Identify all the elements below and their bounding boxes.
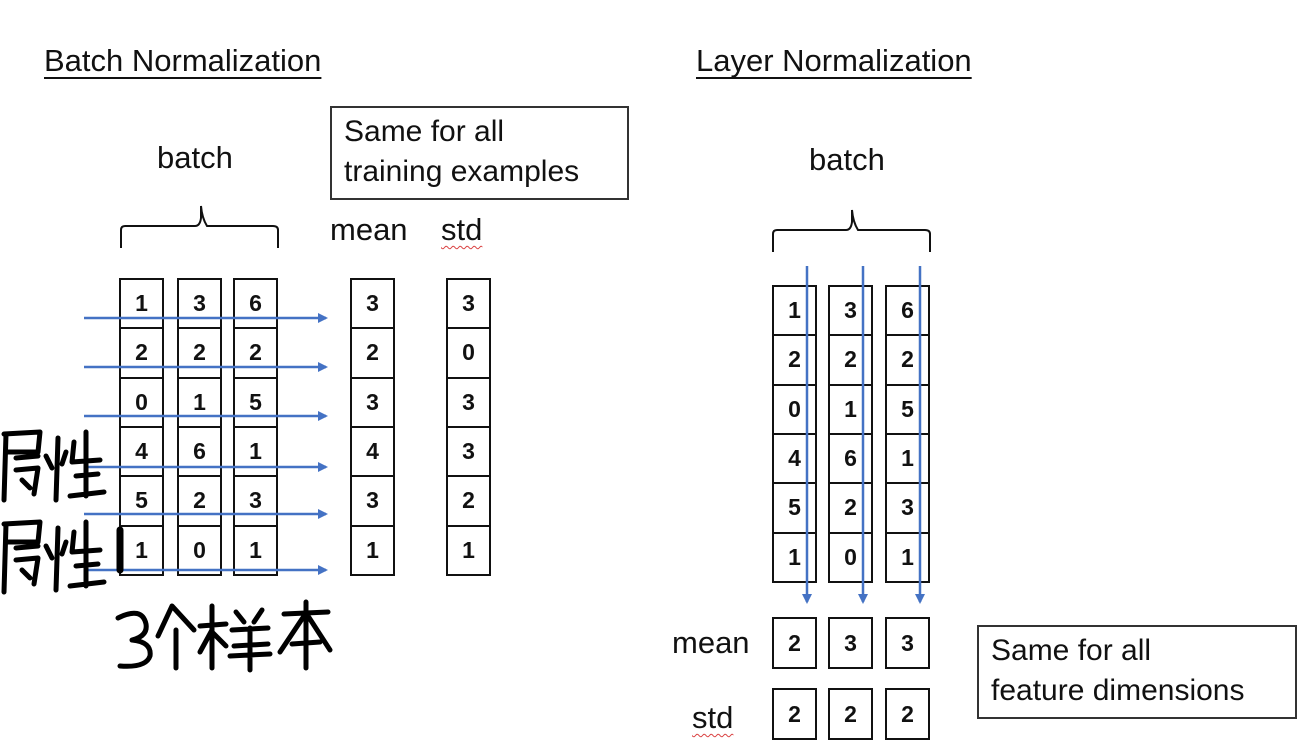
batch-norm-title: Batch Normalization <box>44 43 322 78</box>
value-cell: 5 <box>121 477 162 527</box>
value-cell: 5 <box>887 386 928 435</box>
value-cell: 6 <box>887 287 928 337</box>
value-cell: 2 <box>887 336 928 386</box>
value-cell: 2 <box>830 336 871 386</box>
value-cell: 1 <box>121 280 162 330</box>
std-cell: 2 <box>448 477 489 527</box>
value-cell: 3 <box>887 484 928 534</box>
value-cell: 3 <box>830 287 871 337</box>
value-cell: 2 <box>830 484 871 534</box>
left-sample-column-3: 6 2 5 1 3 1 <box>233 278 278 576</box>
value-cell: 5 <box>774 484 815 534</box>
value-cell: 0 <box>121 379 162 428</box>
right-std-label: std <box>692 700 734 735</box>
right-mean-cell-1: 2 <box>772 617 817 669</box>
value-cell: 1 <box>887 435 928 485</box>
left-mean-column: 3 2 3 4 3 1 <box>350 278 395 576</box>
value-cell: 1 <box>830 386 871 435</box>
value-cell: 3 <box>179 280 220 330</box>
value-cell: 3 <box>235 477 276 527</box>
right-sample-column-1: 1 2 0 4 5 1 <box>772 285 817 583</box>
value-cell: 1 <box>249 536 262 563</box>
right-std-cell-3: 2 <box>885 688 930 740</box>
right-mean-cell-3: 3 <box>885 617 930 669</box>
value-cell: 6 <box>830 435 871 485</box>
left-std-label: std <box>441 212 483 247</box>
mean-cell: 1 <box>366 536 379 563</box>
left-sample-column-1: 1 2 0 4 5 1 <box>119 278 164 576</box>
right-std-cell-1: 2 <box>772 688 817 740</box>
left-batch-label: batch <box>157 140 233 175</box>
value-cell: 0 <box>844 543 857 570</box>
value-cell: 6 <box>235 280 276 330</box>
left-mean-label: mean <box>330 212 408 247</box>
value-cell: 4 <box>121 428 162 478</box>
std-cell: 3 <box>448 379 489 428</box>
value-cell: 2 <box>235 329 276 379</box>
std-cell: 1 <box>462 536 475 563</box>
mean-cell: 3 <box>352 477 393 527</box>
value-cell: 1 <box>179 379 220 428</box>
value-cell: 0 <box>774 386 815 435</box>
handwritten-annotation-1 <box>1 429 107 503</box>
mean-cell: 4 <box>352 428 393 478</box>
value-cell: 5 <box>235 379 276 428</box>
value-cell: 2 <box>179 477 220 527</box>
right-std-cell-2: 2 <box>828 688 873 740</box>
value-cell: 1 <box>135 536 148 563</box>
left-note-box: Same for all training examples <box>330 106 629 200</box>
mean-cell: 3 <box>352 280 393 330</box>
std-cell: 3 <box>448 428 489 478</box>
mean-cell: 3 <box>352 379 393 428</box>
handwritten-annotation-3 <box>115 599 333 673</box>
value-cell: 1 <box>901 543 914 570</box>
value-cell: 1 <box>774 287 815 337</box>
value-cell: 6 <box>179 428 220 478</box>
mean-cell: 2 <box>352 329 393 379</box>
left-sample-column-2: 3 2 1 6 2 0 <box>177 278 222 576</box>
right-sample-column-3: 6 2 5 1 3 1 <box>885 285 930 583</box>
right-batch-label: batch <box>809 142 885 177</box>
right-note-box: Same for all feature dimensions <box>977 625 1297 719</box>
value-cell: 1 <box>788 543 801 570</box>
right-batch-brace <box>772 209 931 252</box>
right-mean-label: mean <box>672 625 750 660</box>
std-cell: 0 <box>448 329 489 379</box>
left-batch-brace <box>120 205 279 248</box>
value-cell: 2 <box>774 336 815 386</box>
value-cell: 4 <box>774 435 815 485</box>
value-cell: 0 <box>193 536 206 563</box>
value-cell: 2 <box>179 329 220 379</box>
value-cell: 2 <box>121 329 162 379</box>
layer-norm-title: Layer Normalization <box>696 43 972 78</box>
std-cell: 3 <box>448 280 489 330</box>
right-sample-column-2: 3 2 1 6 2 0 <box>828 285 873 583</box>
value-cell: 1 <box>235 428 276 478</box>
handwritten-annotation-2 <box>1 519 124 595</box>
left-std-column: 3 0 3 3 2 1 <box>446 278 491 576</box>
right-mean-cell-2: 3 <box>828 617 873 669</box>
